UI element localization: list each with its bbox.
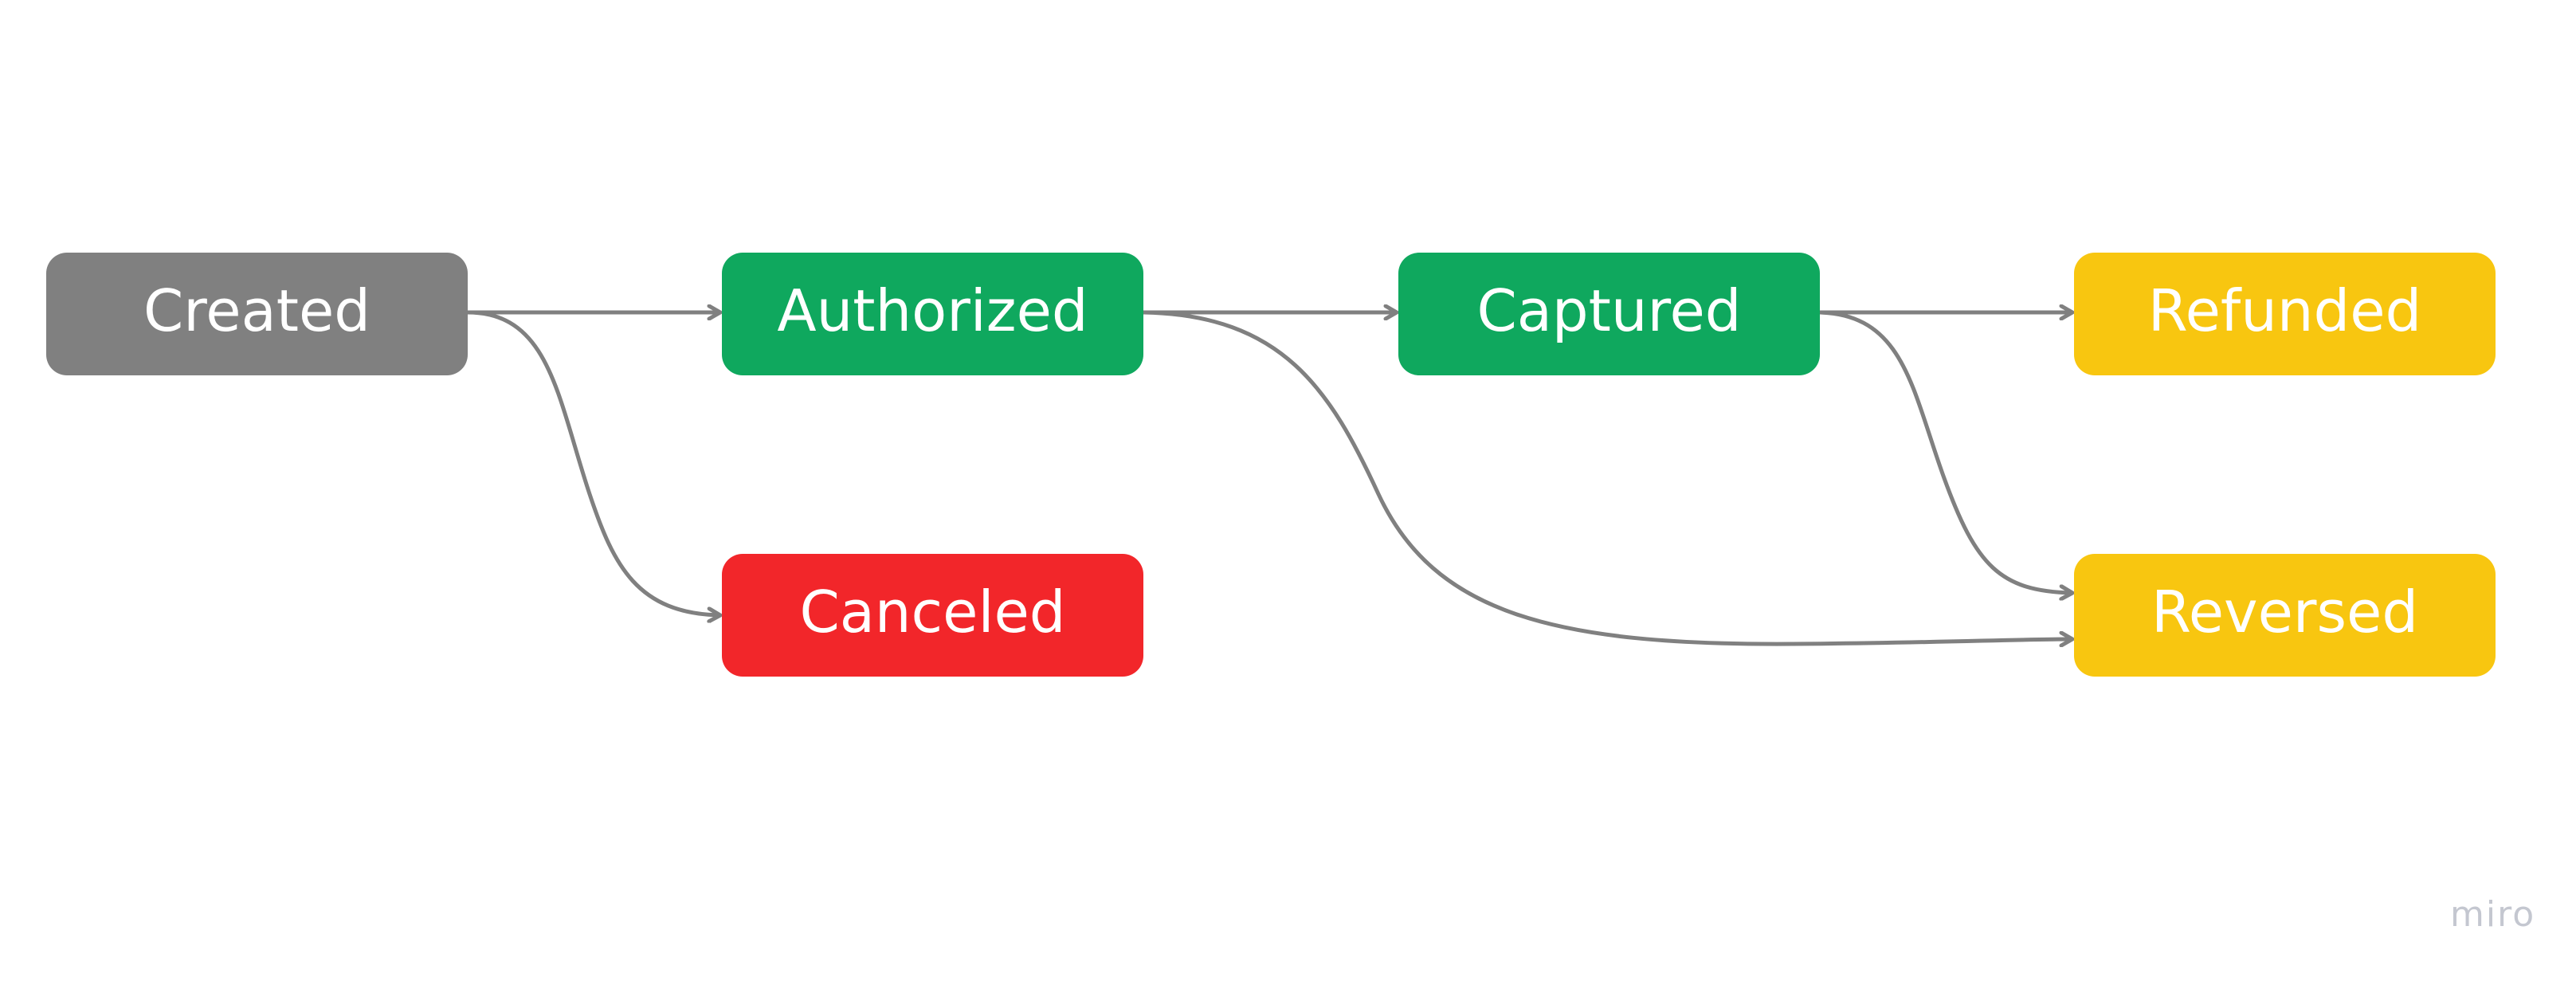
node-refunded[interactable]: Refunded xyxy=(2074,253,2496,375)
node-created[interactable]: Created xyxy=(46,253,468,375)
edge-captured-reversed xyxy=(1819,310,2072,593)
miro-watermark: miro xyxy=(2450,894,2536,935)
edge-created-canceled xyxy=(467,310,720,615)
node-reversed[interactable]: Reversed xyxy=(2074,554,2496,677)
node-authorized[interactable]: Authorized xyxy=(722,253,1143,375)
node-canceled[interactable]: Canceled xyxy=(722,554,1143,677)
node-captured[interactable]: Captured xyxy=(1398,253,1820,375)
